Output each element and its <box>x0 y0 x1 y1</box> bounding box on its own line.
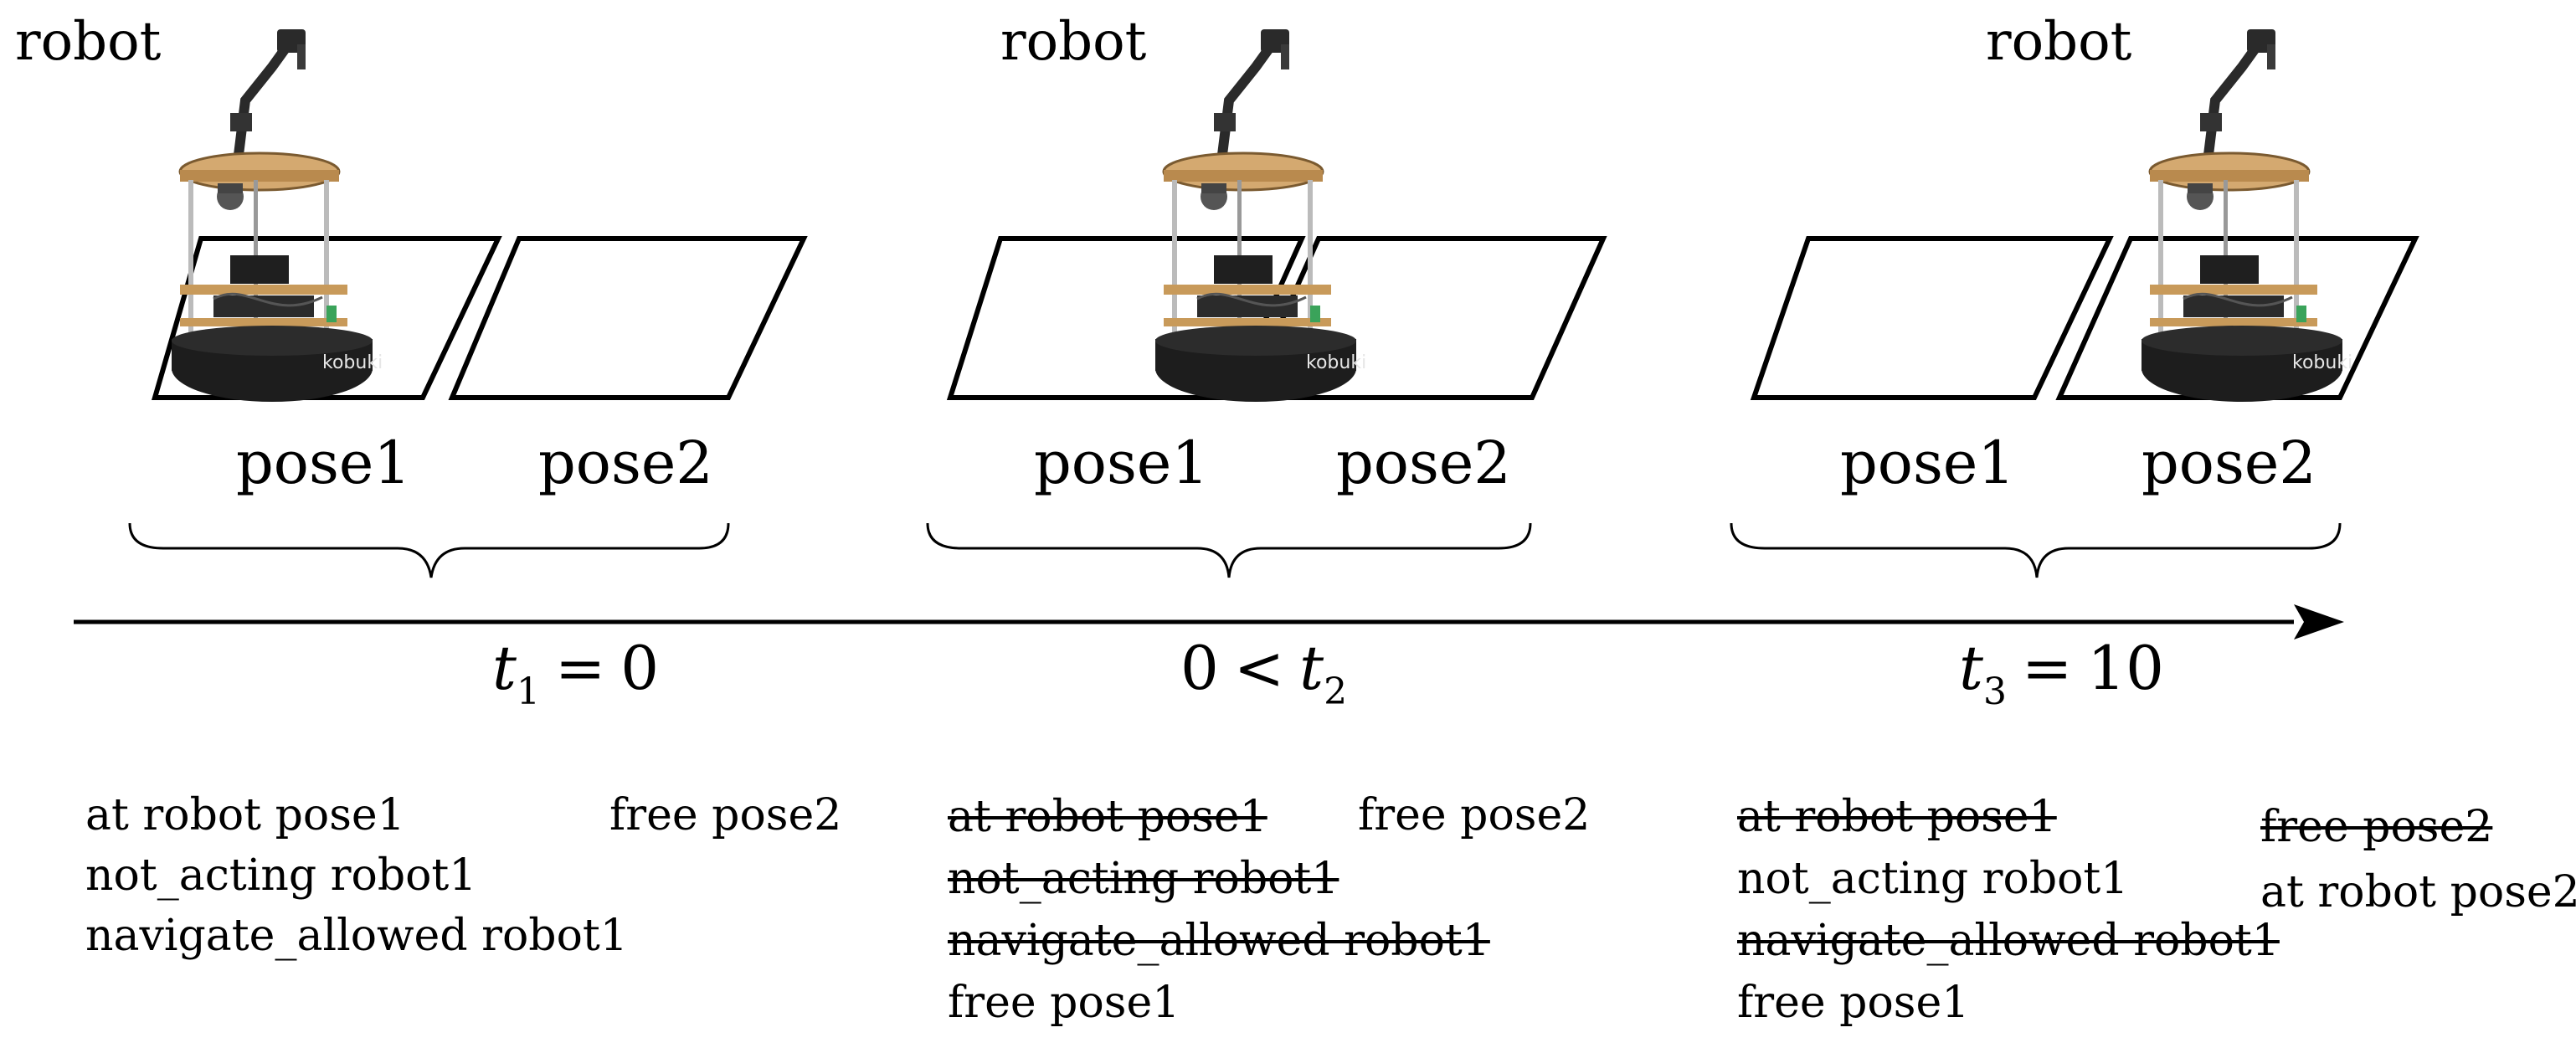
pose2-label: pose2 <box>538 429 713 497</box>
frame-3-poses <box>1750 236 2419 400</box>
time-label-t3: t3=10 <box>1959 633 2164 713</box>
fact-struck: at robot pose1 <box>1737 792 2057 842</box>
fact: not_acting robot1 <box>1737 854 2129 904</box>
frame-1-brace <box>128 522 730 578</box>
robot-label: robot <box>1986 11 2132 73</box>
robot-image <box>172 29 383 402</box>
robot-label: robot <box>15 11 162 73</box>
pose1-label: pose1 <box>236 429 411 497</box>
fact-struck: navigate_allowed robot1 <box>948 916 1490 966</box>
fact: navigate_allowed robot1 <box>85 911 628 961</box>
frame-3-brace <box>1730 522 2342 578</box>
time-label-t1: t1=0 <box>492 633 660 713</box>
frame-2-brace <box>926 522 1532 578</box>
pose2-tile <box>2055 236 2419 400</box>
fact: at robot pose2 <box>2260 867 2576 917</box>
pose2-tile <box>448 236 808 400</box>
fact: not_acting robot1 <box>85 850 477 901</box>
robot-image <box>2142 29 2352 402</box>
fact: free pose1 <box>1737 978 1970 1028</box>
pose2-label: pose2 <box>1336 429 1511 497</box>
time-axis <box>74 604 2344 640</box>
fact: free pose2 <box>609 790 842 840</box>
robot-image <box>1155 29 1366 402</box>
pose1-tile <box>152 236 502 400</box>
fact-struck: not_acting robot1 <box>948 854 1339 904</box>
time-axis-arrowhead <box>2294 604 2344 640</box>
robot-label: robot <box>1000 11 1147 73</box>
fact-struck: at robot pose1 <box>948 792 1267 842</box>
time-label-t2: 0<t2 <box>1180 633 1348 713</box>
pose2-label: pose2 <box>2142 429 2316 497</box>
fact-struck: navigate_allowed robot1 <box>1737 916 2280 966</box>
fact: at robot pose1 <box>85 790 405 840</box>
fact-struck: free pose2 <box>2260 802 2493 852</box>
pose1-label: pose1 <box>1034 429 1209 497</box>
fact: free pose1 <box>948 978 1180 1028</box>
pose1-label: pose1 <box>1840 429 2015 497</box>
pose1-tile <box>1750 236 2114 400</box>
fact: free pose2 <box>1358 790 1591 840</box>
frame-1-poses <box>152 236 808 400</box>
